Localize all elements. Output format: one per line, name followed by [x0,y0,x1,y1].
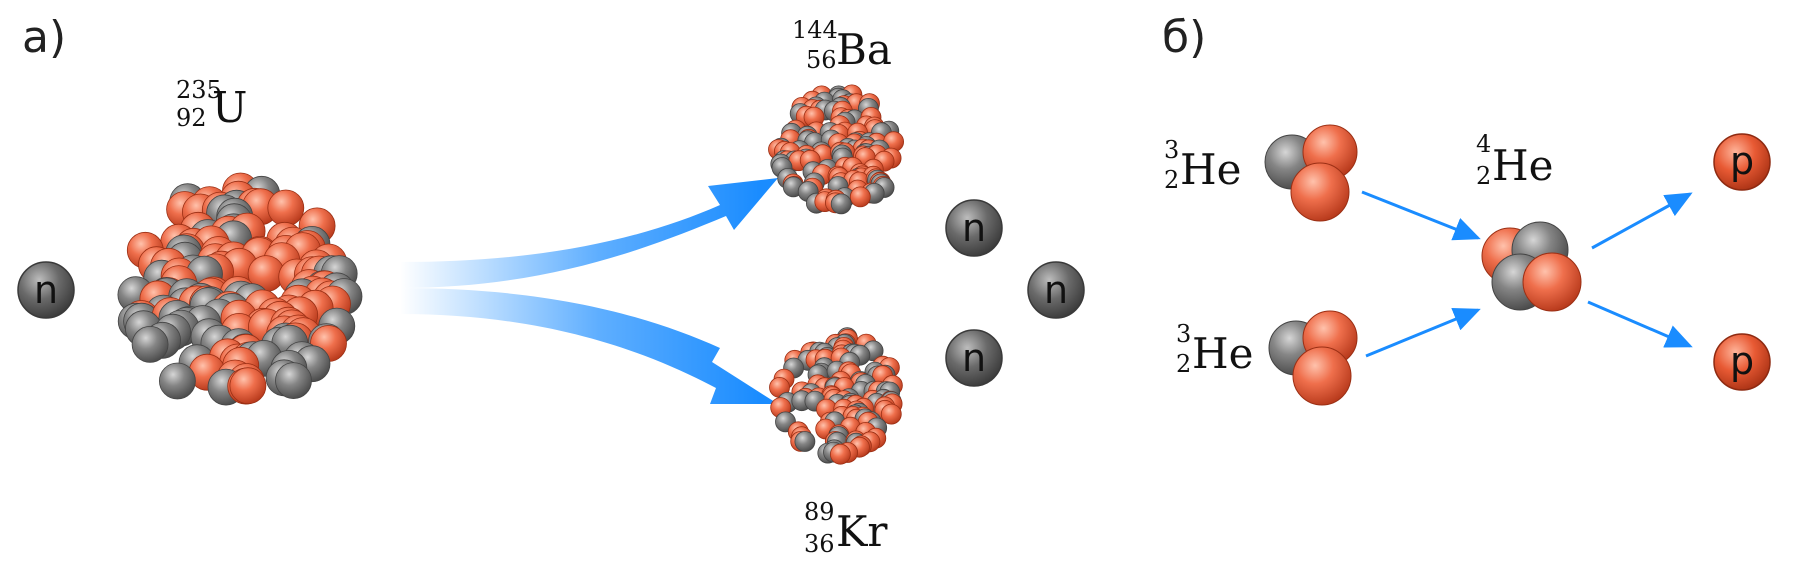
krypton-atomic-number: 36 [804,530,835,558]
nucleon-proton [229,367,267,405]
uranium-atomic-number: 92 [176,104,207,132]
barium-atomic-number: 56 [806,46,837,74]
helium3-top-nucleus [1264,124,1358,222]
nucleon-neutron [158,362,196,400]
released-neutron-3: n [945,329,1003,387]
fission-arrow-upper [400,178,778,288]
fusion-arrow-top-in [1361,190,1481,241]
helium3-top-symbol: He [1180,145,1241,194]
fusion-arrow-bottom-out [1587,300,1693,348]
helium3-bottom-label: 3 2 He [1176,320,1253,378]
neutron-letter: n [34,268,58,312]
nucleon-neutron [830,193,852,215]
nucleon-proton [849,186,871,208]
fission-arrows [400,178,778,404]
output-proton-2: p [1713,333,1771,391]
nucleon-proton [830,443,851,465]
barium-mass-number: 144 [792,16,838,44]
nucleon-neutron [794,431,816,452]
neutron-letter: n [962,206,986,250]
proton-letter: p [1730,139,1754,183]
helium4-atomic-number: 2 [1476,162,1491,190]
neutron-letter: n [962,336,986,380]
barium-label: 144 56 Ba [792,16,892,74]
barium-144-nucleus [768,84,904,215]
fusion-arrow-top-out [1591,192,1693,250]
helium3-top-mass-number: 3 [1164,136,1179,164]
helium3-bottom-symbol: He [1192,329,1253,378]
helium4-label: 4 2 He [1476,130,1553,190]
helium4-nucleus [1481,221,1582,312]
helium4-symbol: He [1492,141,1553,190]
released-neutron-2: n [1027,261,1085,319]
fusion-arrow-bottom-in [1365,308,1481,358]
helium3-bottom-atomic-number: 2 [1176,350,1191,378]
uranium-symbol: U [212,83,247,132]
uranium-mass-number: 235 [176,76,222,104]
proton-letter: p [1730,339,1754,383]
barium-symbol: Ba [836,25,892,74]
output-proton-1: p [1713,133,1771,191]
nucleon-proton [267,189,305,227]
helium3-top-atomic-number: 2 [1164,166,1179,194]
uranium-label: 235 92 U [176,76,247,132]
uranium-235-nucleus [117,172,363,406]
nucleon-neutron [275,362,312,400]
helium3-bottom-mass-number: 3 [1176,320,1191,348]
part-a-label: a) [22,12,66,63]
neutron-letter: n [1044,268,1068,312]
part-b-label: б) [1162,12,1206,63]
nucleon-proton [880,403,902,425]
krypton-89-nucleus [769,327,903,465]
nucleon-neutron [131,325,169,363]
released-neutron-1: n [945,199,1003,257]
incoming-neutron: n [17,261,75,319]
helium3-bottom-nucleus [1268,310,1358,406]
helium3-top-label: 3 2 He [1164,136,1241,194]
helium4-mass-number: 4 [1476,130,1491,158]
fission-arrow-lower [400,288,778,404]
krypton-symbol: Kr [836,507,888,556]
krypton-label: 89 36 Kr [804,498,888,558]
krypton-mass-number: 89 [804,498,835,526]
